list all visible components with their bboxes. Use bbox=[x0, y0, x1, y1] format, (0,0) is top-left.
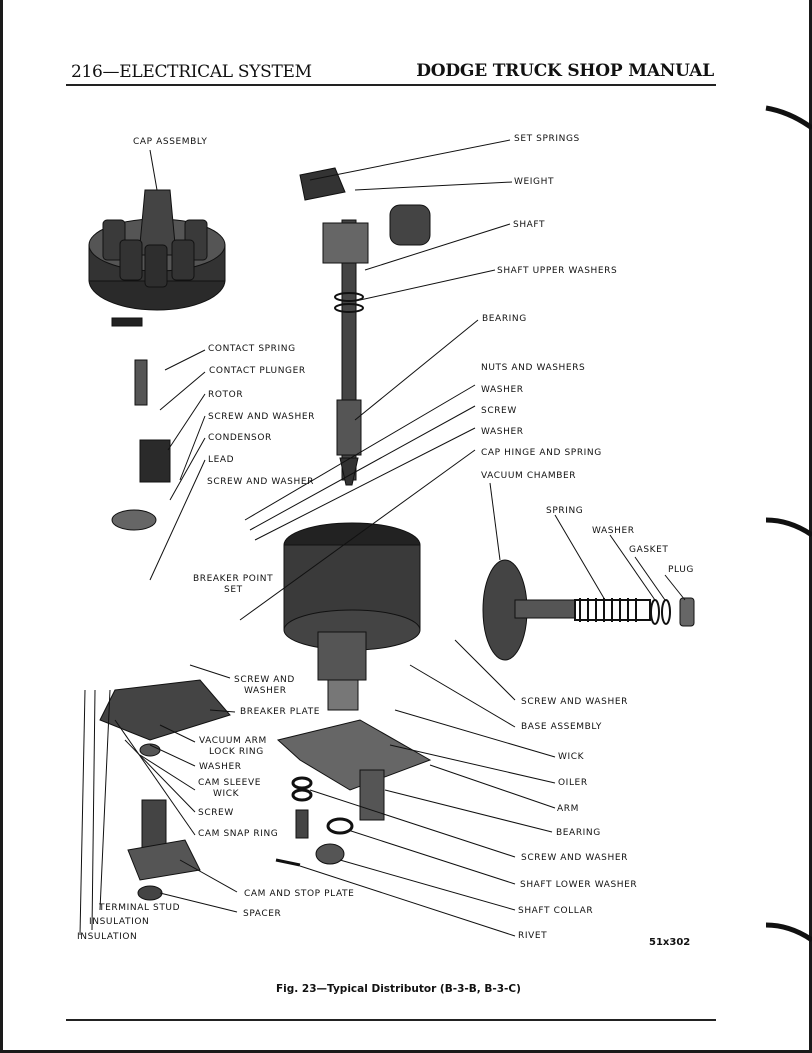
label-vacuum-arm-lock-ring-line2: LOCK RING bbox=[209, 747, 264, 757]
vacuum-chamber-drawing bbox=[482, 559, 695, 661]
label-lead: LEAD bbox=[208, 455, 235, 465]
label-breaker-plate: BREAKER PLATE bbox=[240, 707, 321, 717]
label-wick: WICK bbox=[558, 752, 585, 762]
label-base-assembly: BASE ASSEMBLY bbox=[521, 722, 602, 732]
label-screw-2: SCREW bbox=[198, 808, 234, 818]
label-washer-2: WASHER bbox=[481, 427, 524, 437]
binder-mark bbox=[765, 517, 812, 538]
label-vacuum-chamber: VACUUM CHAMBER bbox=[481, 471, 577, 481]
label-cam-sleeve-wick-line2: WICK bbox=[213, 789, 240, 799]
label-breaker-point-set-line1: BREAKER POINT bbox=[193, 574, 274, 584]
figure-number: 51x302 bbox=[649, 937, 691, 948]
label-bearing-top: BEARING bbox=[482, 314, 527, 324]
label-spacer: SPACER bbox=[243, 909, 282, 919]
header-rule bbox=[66, 84, 716, 86]
section-header: 216—ELECTRICAL SYSTEM bbox=[71, 62, 312, 82]
label-spring: SPRING bbox=[546, 506, 584, 516]
scan-border-bottom bbox=[0, 1050, 812, 1053]
label-cam-sleeve-wick-line1: CAM SLEEVE bbox=[198, 778, 262, 788]
label-plug: PLUG bbox=[668, 565, 694, 575]
footer-rule bbox=[66, 1019, 716, 1021]
label-oiler: OILER bbox=[558, 778, 588, 788]
figure-caption: Fig. 23—Typical Distributor (B-3-B, B-3-… bbox=[276, 983, 521, 995]
label-condensor: CONDENSOR bbox=[208, 433, 272, 443]
label-washer-1: WASHER bbox=[481, 385, 524, 395]
label-contact-plunger: CONTACT PLUNGER bbox=[209, 366, 306, 376]
label-screw-and-washer-4: SCREW AND WASHER bbox=[521, 697, 628, 707]
label-cap-hinge-and-spring: CAP HINGE AND SPRING bbox=[481, 448, 602, 458]
label-rivet: RIVET bbox=[518, 931, 548, 941]
label-screw-and-washer-5: SCREW AND WASHER bbox=[521, 853, 628, 863]
label-shaft-collar: SHAFT COLLAR bbox=[518, 906, 594, 916]
cap-assembly-drawing bbox=[88, 189, 226, 327]
label-insulation-1: INSULATION bbox=[89, 917, 150, 927]
label-screw-and-washer-2: SCREW AND WASHER bbox=[207, 477, 314, 487]
label-shaft-lower-washer: SHAFT LOWER WASHER bbox=[520, 880, 638, 890]
label-screw-and-washer-3-line1: SCREW AND bbox=[234, 675, 295, 685]
binder-mark bbox=[765, 105, 812, 131]
label-cam-snap-ring: CAM SNAP RING bbox=[198, 829, 279, 839]
small-parts-drawing bbox=[99, 359, 432, 901]
label-terminal-stud: TERMINAL STUD bbox=[99, 903, 181, 913]
label-cam-and-stop-plate: CAM AND STOP PLATE bbox=[244, 889, 355, 899]
label-rotor: ROTOR bbox=[208, 390, 244, 400]
shaft-drawing bbox=[299, 167, 431, 486]
label-screw-and-washer-3-line2: WASHER bbox=[244, 686, 287, 696]
leader-lines bbox=[79, 139, 686, 937]
label-screw-and-washer-1: SCREW AND WASHER bbox=[208, 412, 315, 422]
scan-border-left bbox=[0, 0, 3, 1053]
label-screw-1: SCREW bbox=[481, 406, 517, 416]
binder-mark bbox=[765, 922, 812, 943]
label-arm: ARM bbox=[557, 804, 579, 814]
label-shaft-upper-washers: SHAFT UPPER WASHERS bbox=[497, 266, 618, 276]
label-vacuum-arm-lock-ring-line1: VACUUM ARM bbox=[199, 736, 267, 746]
label-set-springs: SET SPRINGS bbox=[514, 134, 580, 144]
label-breaker-point-set-line2: SET bbox=[224, 585, 243, 595]
scan-border-right bbox=[809, 0, 812, 1053]
label-washer-4: WASHER bbox=[199, 762, 242, 772]
label-contact-spring: CONTACT SPRING bbox=[208, 344, 296, 354]
label-insulation-2: INSULATION bbox=[77, 932, 138, 942]
label-cap-assembly: CAP ASSEMBLY bbox=[133, 137, 208, 147]
label-washer-3: WASHER bbox=[592, 526, 635, 536]
label-nuts-and-washers: NUTS AND WASHERS bbox=[481, 363, 586, 373]
manual-title: DODGE TRUCK SHOP MANUAL bbox=[416, 61, 714, 81]
housing-drawing bbox=[283, 522, 421, 711]
label-weight: WEIGHT bbox=[514, 177, 555, 187]
label-shaft: SHAFT bbox=[513, 220, 546, 230]
label-bearing-bottom: BEARING bbox=[556, 828, 601, 838]
label-gasket: GASKET bbox=[629, 545, 669, 555]
